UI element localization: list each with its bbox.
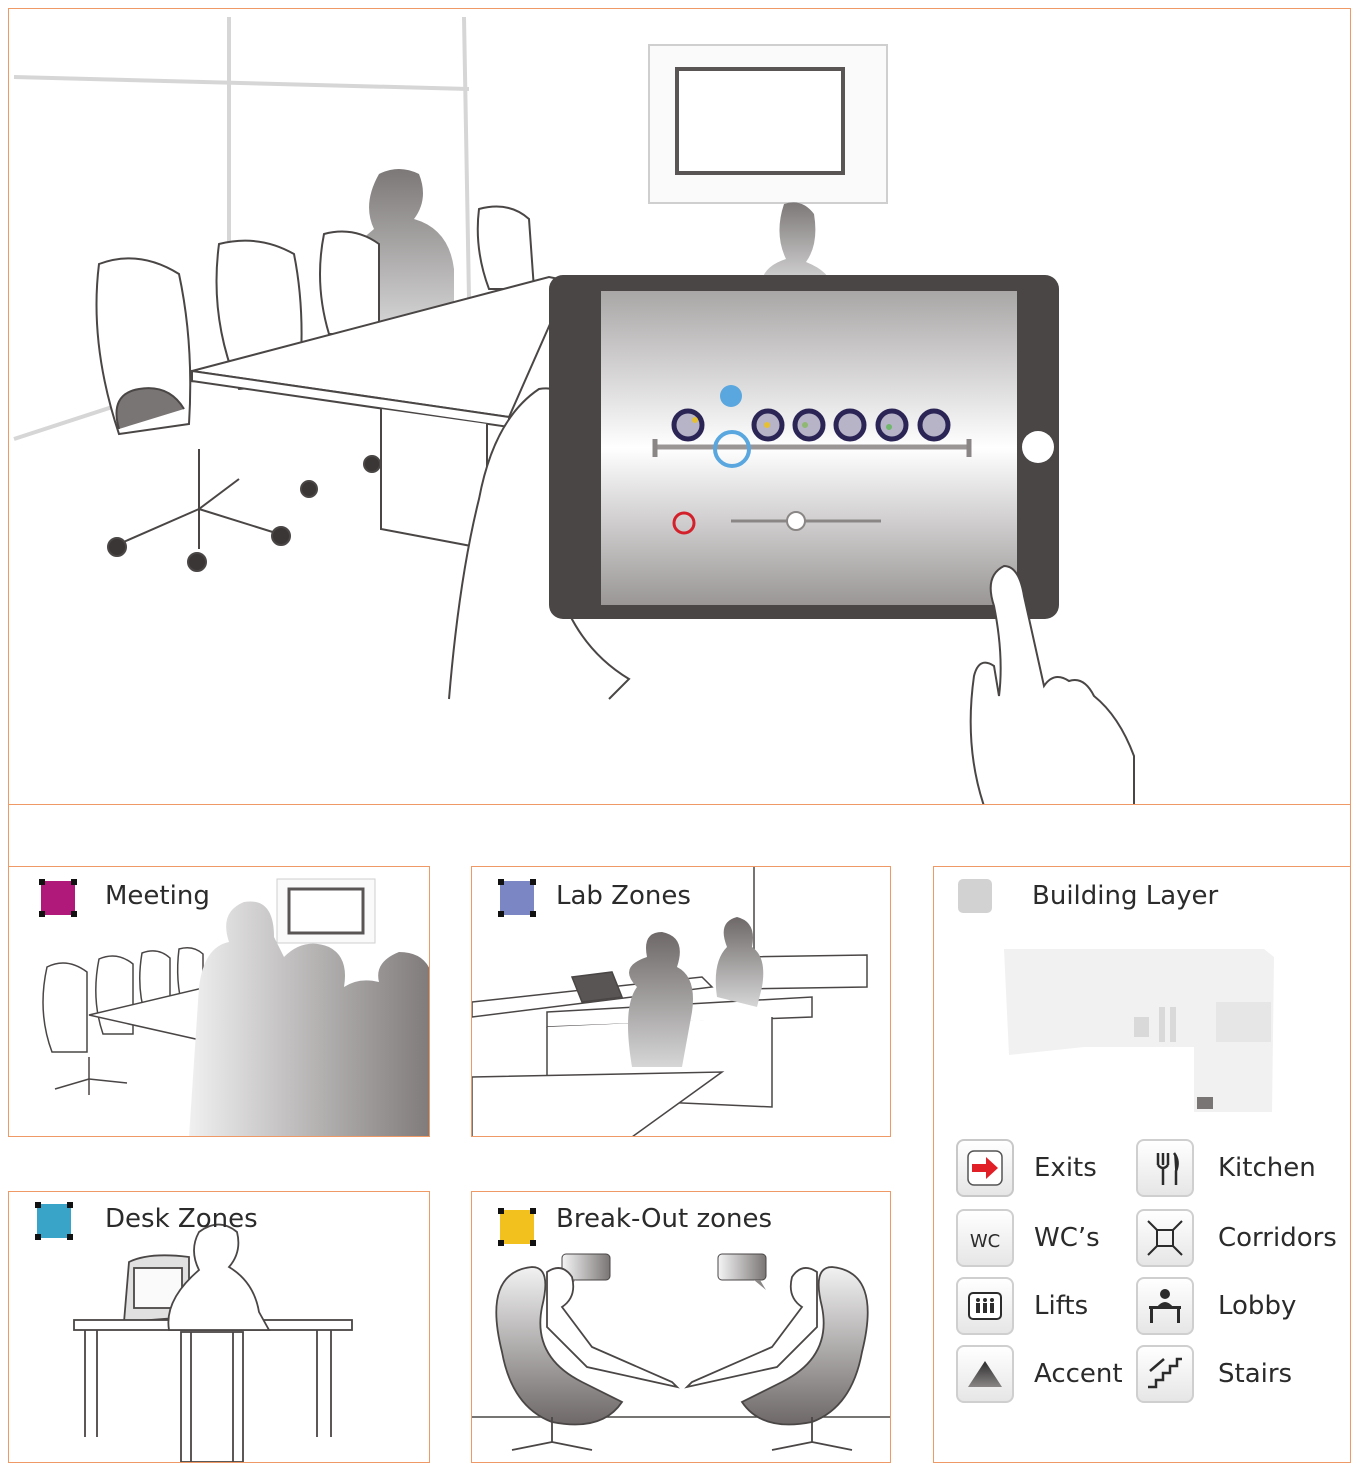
slider-handle [713, 430, 751, 468]
record-icon [672, 511, 696, 535]
meeting-room-scene [13, 16, 1135, 804]
speech-bubble-icon [717, 1253, 767, 1290]
volume-slider-handle [786, 511, 806, 531]
researcher-silhouette [715, 917, 764, 1007]
legend-label: Kitchen [1218, 1153, 1316, 1183]
building-layer-label: Building Layer [1032, 881, 1219, 911]
researcher-silhouette [628, 932, 693, 1067]
zone-card-lab[interactable]: Lab Zones [471, 866, 891, 1137]
exit-arrow-icon [956, 1139, 1014, 1197]
zone-label: Break-Out zones [556, 1204, 773, 1234]
zone-card-breakout[interactable]: Break-Out zones [471, 1191, 891, 1463]
legend-label: Accent [1034, 1359, 1123, 1389]
zone-label: Meeting [105, 881, 210, 911]
person-silhouette [761, 202, 831, 287]
left-hand [448, 387, 631, 700]
hero-illustration-panel [8, 8, 1351, 805]
location-marker-icon [720, 385, 742, 407]
stairs-icon [1136, 1345, 1194, 1403]
section-spacer [8, 805, 1351, 867]
legend-label: Corridors [1218, 1223, 1337, 1253]
meeting-table [191, 275, 571, 551]
breakout-illustration [472, 1253, 890, 1451]
accent-triangle-icon [956, 1345, 1014, 1403]
meeting-illustration [42, 878, 429, 1136]
lift-icon [956, 1277, 1014, 1335]
legend-label: Stairs [1218, 1359, 1293, 1389]
zone-card-desk[interactable]: Desk Zones [8, 1191, 430, 1463]
zone-label: Desk Zones [105, 1204, 258, 1234]
building-layer-swatch [958, 879, 992, 913]
zone-color-swatch [35, 1202, 73, 1240]
legend-label: Exits [1034, 1153, 1097, 1183]
legend-label: Lifts [1034, 1291, 1089, 1321]
floor-plan-map [1004, 949, 1274, 1112]
desk-illustration [73, 1223, 353, 1462]
legend-label: Lobby [1218, 1291, 1297, 1321]
lab-illustration [472, 867, 868, 1136]
legend-label: WC’s [1034, 1223, 1100, 1253]
fork-knife-icon [1136, 1139, 1194, 1197]
tablet-home-button [1022, 431, 1054, 463]
tablet-device [549, 275, 1059, 619]
pointing-hand [969, 564, 1135, 804]
zone-label: Lab Zones [556, 881, 691, 911]
zone-color-swatch [498, 1208, 536, 1246]
building-layer-card[interactable]: Building Layer Exits Kitchen [933, 866, 1351, 1463]
wc-icon: WC [956, 1209, 1014, 1267]
zone-color-swatch [39, 879, 77, 917]
corridor-icon [1136, 1209, 1194, 1267]
wall-display [648, 44, 888, 204]
lobby-desk-icon [1136, 1277, 1194, 1335]
people-silhouettes [189, 901, 429, 1136]
svg-text:WC: WC [970, 1231, 1000, 1252]
zone-dot-row [671, 408, 951, 442]
zone-color-swatch [498, 879, 536, 917]
zone-card-meeting[interactable]: Meeting [8, 866, 430, 1137]
